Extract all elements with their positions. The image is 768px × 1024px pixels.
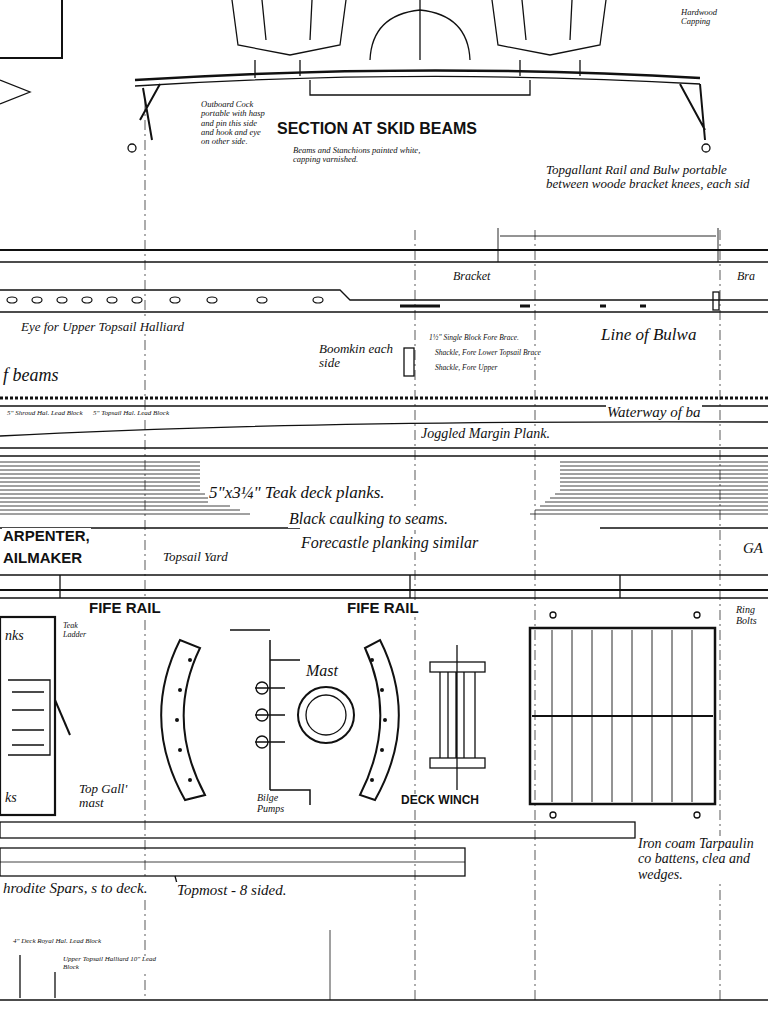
plan-label: Mast [305,662,339,680]
plan-label: Bracket [452,270,491,283]
plan-label: Top Gall' mast [78,782,140,811]
plan-label: Shackle, Fore Upper [434,364,498,372]
plan-label: Shackle, Fore Lower Topsail Brace [434,349,542,357]
plan-label: hrodite Spars, s to deck. [2,880,154,897]
plan-label: Black caulking to seams. [288,510,449,528]
plan-label: DECK WINCH [400,794,487,807]
plan-label: nks [4,628,25,643]
plan-label: Hardwood Capping [680,8,734,27]
plan-label: Boomkin each side [318,342,398,371]
plan-label: ARPENTER, [2,528,91,545]
plan-label: Teak Ladder [62,622,96,640]
plan-label: Forecastle planking similar [300,534,479,552]
plan-label: Beams and Stanchions painted white, capp… [292,146,444,165]
plan-label: Outboard Cock portable with hasp and pin… [200,100,270,147]
plan-label: Ring Bolts [735,604,765,626]
plan-label: Eye for Upper Topsail Halliard [20,320,192,334]
plan-label: Waterway of ba [606,404,702,421]
plan-label: Bra [736,270,756,283]
plan-label: 4" Deck Royal Hal. Lead Block [12,938,102,946]
plan-label: 5" Topsail Hal. Lead Block [92,410,174,418]
plan-label: Line of Bulwa [600,326,697,345]
plan-label: AILMAKER [2,550,83,567]
plan-label: f beams [2,366,60,386]
plan-label: FIFE RAIL [346,600,420,617]
plan-label: Topgallant Rail and Bulw portable betwee… [545,163,765,192]
plan-label: ks [4,790,18,805]
plan-label: 1½" Single Block Fore Brace. [428,334,520,342]
plan-label: Bilge Pumps [256,792,304,814]
plan-label: GA [742,540,764,557]
plan-label: Topmost - 8 sided. [176,882,287,899]
plan-label: Topsail Yard [162,550,229,564]
plan-label: Upper Topsail Halliard 10" Lead Block [62,956,164,971]
plan-label: 5"x3¼" Teak deck planks. [208,484,386,503]
plan-label: SECTION AT SKID BEAMS [276,120,478,138]
plan-label: Iron coam Tarpaulin co battens, clea and… [637,836,765,882]
plan-label: 5" Shroud Hal. Lead Block [6,410,88,418]
plan-label: Joggled Margin Plank. [420,426,551,441]
plan-label: FIFE RAIL [88,600,162,617]
